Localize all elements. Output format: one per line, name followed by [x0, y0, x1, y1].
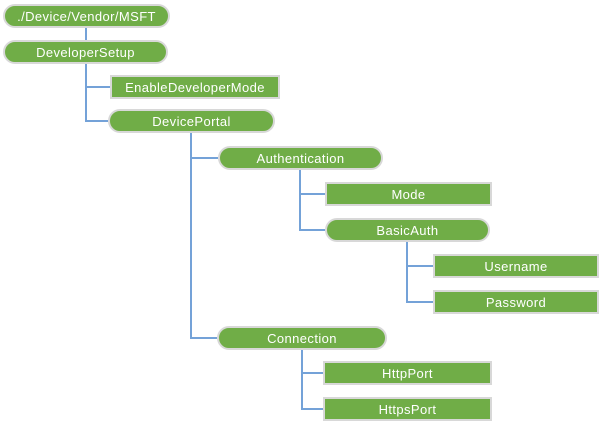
connector-branch-enabledevelopermode [85, 86, 110, 88]
node-authentication: Authentication [218, 146, 383, 170]
connector-branch-basicauth [299, 229, 325, 231]
node-basicauth: BasicAuth [325, 218, 490, 242]
node-enabledevelopermode: EnableDeveloperMode [110, 75, 280, 99]
node-username: Username [433, 254, 599, 278]
node-connection: Connection [217, 326, 387, 350]
connector-branch-connection [190, 337, 217, 339]
connector-branch-username [406, 265, 433, 267]
node-httpsport: HttpsPort [323, 397, 492, 421]
connector-developersetup-trunk [85, 64, 87, 122]
node-deviceportal: DevicePortal [108, 109, 275, 133]
connector-branch-password [406, 301, 433, 303]
connector-basicauth-trunk [406, 242, 408, 303]
connector-branch-deviceportal [85, 120, 108, 122]
connector-authentication-trunk [299, 170, 301, 231]
connector-connection-trunk [301, 350, 303, 410]
node-root: ./Device/Vendor/MSFT [3, 4, 170, 28]
node-mode: Mode [325, 182, 492, 206]
connector-deviceportal-trunk [190, 133, 192, 339]
connector-branch-mode [299, 193, 325, 195]
connector-branch-httpsport [301, 408, 323, 410]
node-httpport: HttpPort [323, 361, 492, 385]
node-developersetup: DeveloperSetup [3, 40, 168, 64]
connector-branch-httpport [301, 372, 323, 374]
connector-root-developersetup [85, 28, 87, 40]
connector-branch-authentication [190, 157, 218, 159]
node-password: Password [433, 290, 599, 314]
